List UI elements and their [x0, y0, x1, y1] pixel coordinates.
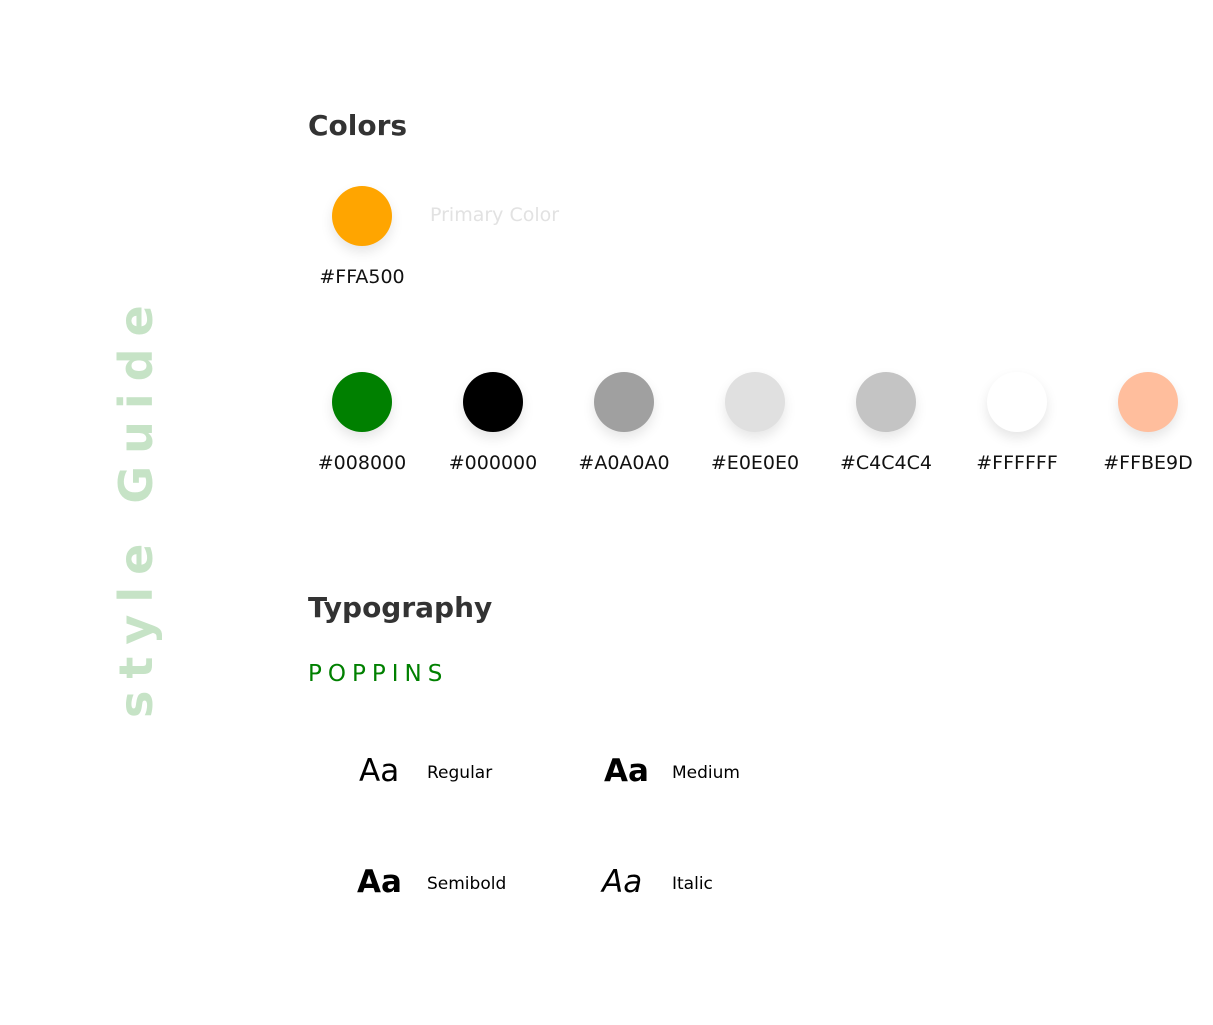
- palette-circle: [1118, 372, 1178, 432]
- palette-circle: [987, 372, 1047, 432]
- colors-heading: Colors: [308, 109, 408, 142]
- type-weight-regular: Regular: [427, 763, 493, 783]
- primary-color-circle: [332, 186, 392, 246]
- palette-hex: #008000: [317, 452, 407, 474]
- palette-circle: [594, 372, 654, 432]
- palette-hex: #FFBE9D: [1103, 452, 1193, 474]
- palette-circle: [463, 372, 523, 432]
- style-guide-side-title: style Guide: [109, 293, 163, 718]
- primary-color-label: Primary Color: [430, 204, 560, 226]
- palette-hex: #000000: [448, 452, 538, 474]
- palette-swatch-gray: #A0A0A0: [559, 372, 689, 482]
- palette-swatch-black: #000000: [428, 372, 558, 482]
- primary-color-swatch: #FFA500: [297, 186, 427, 296]
- palette-swatch-white: #FFFFFF: [952, 372, 1082, 482]
- palette-hex: #C4C4C4: [840, 452, 932, 474]
- palette-swatch-light-gray: #E0E0E0: [690, 372, 820, 482]
- type-glyph-italic: Aa: [602, 864, 643, 900]
- palette-hex: #A0A0A0: [578, 452, 670, 474]
- font-family-name: POPPINS: [308, 661, 449, 687]
- palette-swatch-silver: #C4C4C4: [821, 372, 951, 482]
- palette-swatch-peach: #FFBE9D: [1083, 372, 1213, 482]
- palette-swatch-green: #008000: [297, 372, 427, 482]
- type-weight-italic: Italic: [672, 874, 713, 894]
- typography-heading: Typography: [308, 591, 493, 624]
- type-glyph-medium: Aa: [604, 753, 649, 789]
- palette-hex: #E0E0E0: [710, 452, 800, 474]
- palette-circle: [856, 372, 916, 432]
- palette-hex: #FFFFFF: [976, 452, 1058, 474]
- type-weight-semibold: Semibold: [427, 874, 507, 894]
- type-glyph-regular: Aa: [359, 753, 400, 789]
- type-weight-medium: Medium: [672, 763, 740, 783]
- type-glyph-semibold: Aa: [357, 864, 402, 900]
- primary-color-hex: #FFA500: [319, 266, 405, 288]
- palette-circle: [725, 372, 785, 432]
- palette-circle: [332, 372, 392, 432]
